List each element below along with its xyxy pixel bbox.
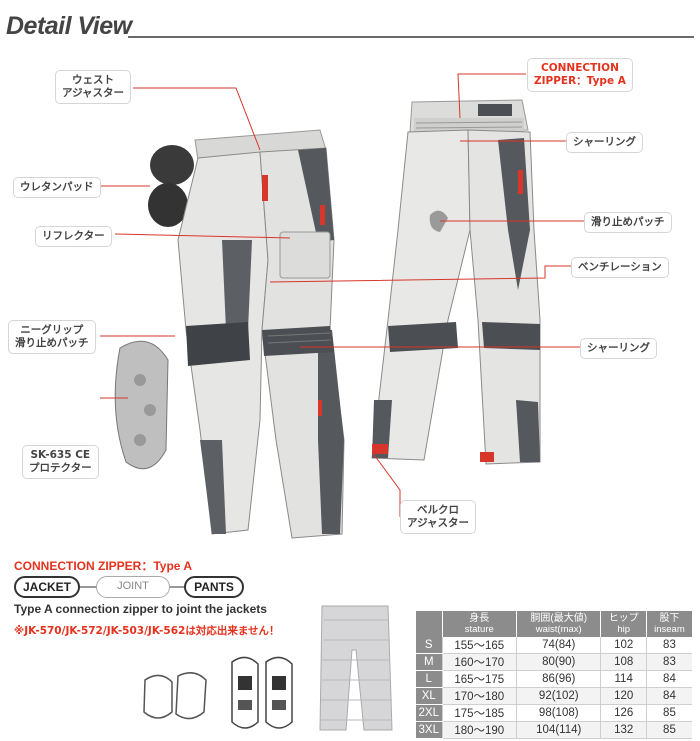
size-table-header-jp: ヒップ: [608, 613, 639, 624]
table-cell: 83: [646, 637, 692, 654]
table-cell: 126: [600, 704, 647, 722]
compatibility-note: ※JK-570/JK-572/JK-503/JK-562は対応出来ません！: [14, 625, 280, 637]
size-table-header-2: 胴囲(最大値)waist(max): [516, 611, 602, 637]
urethane-pad-upper: [150, 145, 194, 185]
size-label-cell: M: [416, 653, 443, 671]
table-cell: 104(114): [516, 721, 602, 739]
callout-shirring-knee-text: シャーリング: [587, 342, 650, 354]
table-cell: 85: [646, 721, 692, 739]
callout-shirring-top-text: シャーリング: [573, 136, 636, 148]
size-table-header-en: hip: [617, 624, 631, 635]
table-cell: 84: [646, 687, 692, 705]
callout-ventilation: ベンチレーション: [571, 257, 669, 278]
callout-reflector: リフレクター: [35, 226, 112, 247]
table-cell: 84: [646, 670, 692, 688]
callout-reflector-text: リフレクター: [42, 230, 105, 242]
callout-velcro-adjuster-text: ベルクロ アジャスター: [407, 504, 470, 529]
front-pants-image: [114, 129, 345, 539]
header: Detail View: [0, 8, 700, 44]
size-label-cell: XL: [416, 687, 443, 705]
table-cell: 120: [600, 687, 647, 705]
callout-protector-text: SK-635 CE プロテクター: [29, 449, 92, 474]
table-cell: 92(102): [516, 687, 602, 705]
jacket-chip: JACKET: [14, 576, 80, 598]
size-label-cell: 2XL: [416, 704, 443, 722]
table-cell: 155〜165: [442, 637, 518, 654]
size-label-cell: L: [416, 670, 443, 688]
callout-urethane-pad: ウレタンパッド: [13, 177, 101, 198]
callout-knee-grip: ニーグリップ 滑り止めパッチ: [8, 320, 96, 354]
callout-knee-grip-text: ニーグリップ 滑り止めパッチ: [15, 324, 89, 349]
callout-non-slip-patch-text: 滑り止めパッチ: [591, 216, 665, 228]
chip-link-right: [168, 586, 188, 588]
callout-non-slip-patch: 滑り止めパッチ: [584, 212, 672, 233]
table-cell: 83: [646, 653, 692, 671]
connection-zipper-title: CONNECTION ZIPPER：Type A: [14, 559, 193, 573]
table-cell: 180〜190: [442, 721, 518, 739]
size-table-header-en: stature: [464, 624, 494, 635]
size-table-header-jp: 股下: [659, 613, 680, 624]
table-cell: 80(90): [516, 653, 602, 671]
callout-urethane-pad-text: ウレタンパッド: [20, 181, 94, 193]
size-label-cell: 3XL: [416, 721, 443, 739]
table-cell: 98(108): [516, 704, 602, 722]
callout-connection-zipper: CONNECTION ZIPPER：Type A: [527, 58, 633, 92]
size-table-header-0: [416, 611, 443, 637]
size-table-header-en: inseam: [654, 624, 685, 635]
table-cell: 160〜170: [442, 653, 518, 671]
inner-liner-pants: [319, 605, 393, 731]
table-cell: 85: [646, 704, 692, 722]
size-table-header-jp: 身長: [469, 613, 490, 624]
pants-chip: PANTS: [184, 576, 244, 598]
callout-waist-adjuster-text: ウェスト アジャスター: [62, 74, 125, 99]
table-cell: 74(84): [516, 637, 602, 654]
callout-shirring-knee: シャーリング: [580, 338, 657, 359]
table-cell: 170〜180: [442, 687, 518, 705]
chip-link-left: [78, 586, 98, 588]
size-label-cell: S: [416, 637, 443, 654]
size-table-header-en: waist(max): [535, 624, 582, 635]
page-title: Detail View: [6, 12, 132, 40]
table-cell: 114: [600, 670, 647, 688]
urethane-pad-lower: [148, 183, 188, 227]
callout-ventilation-text: ベンチレーション: [578, 261, 662, 273]
table-cell: 102: [600, 637, 647, 654]
table-cell: 86(96): [516, 670, 602, 688]
table-cell: 132: [600, 721, 647, 739]
callout-velcro-adjuster: ベルクロ アジャスター: [400, 500, 477, 534]
joint-chip: JOINT: [96, 576, 170, 598]
table-cell: 165〜175: [442, 670, 518, 688]
callout-protector: SK-635 CE プロテクター: [22, 445, 99, 479]
callout-shirring-top: シャーリング: [566, 132, 643, 153]
urethane-pads-small: [143, 672, 207, 720]
knee-protectors-small: [231, 656, 293, 729]
header-rule: [128, 36, 694, 38]
callout-connection-zipper-text: CONNECTION ZIPPER：Type A: [534, 62, 626, 87]
connection-zipper-description: Type A connection zipper to joint the ja…: [14, 602, 267, 616]
callout-waist-adjuster: ウェスト アジャスター: [55, 70, 132, 104]
table-cell: 175〜185: [442, 704, 518, 722]
table-cell: 108: [600, 653, 647, 671]
back-pants-image: [371, 99, 541, 465]
size-table-header-jp: 胴囲(最大値): [530, 613, 588, 624]
